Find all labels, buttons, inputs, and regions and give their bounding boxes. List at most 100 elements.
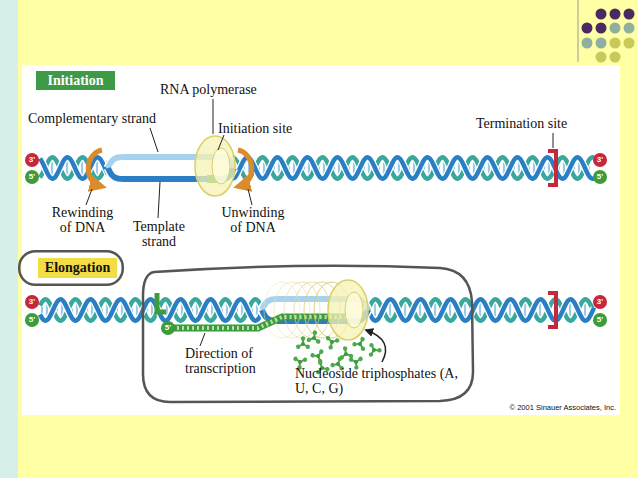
copyright-note: © 2001 Sinauer Associates, Inc.: [470, 403, 616, 412]
phosphate: [306, 345, 310, 349]
node-text: 5': [161, 321, 175, 335]
end-circle: [593, 153, 607, 167]
nucleotide-core: [357, 341, 362, 346]
part-label: Termination site: [476, 116, 596, 132]
deco-dot: [610, 52, 621, 63]
node-text: 3': [593, 295, 607, 309]
label-outline: [19, 251, 123, 285]
dna-strand: [232, 157, 594, 179]
deco-dot: [610, 38, 621, 49]
nucleotide-core: [372, 348, 376, 352]
dna-strand: [40, 157, 108, 178]
deco-dot: [582, 23, 593, 34]
node-text: 5': [593, 313, 607, 327]
phosphate: [360, 336, 366, 342]
leader-line: [248, 189, 252, 205]
strand-outline: [232, 157, 594, 179]
phosphate: [358, 356, 364, 362]
nucleotide: [325, 333, 341, 350]
end-circle: [593, 170, 607, 184]
nucleotide: [369, 343, 382, 358]
dna-strand: [368, 299, 594, 320]
end-circle: [25, 313, 39, 327]
phosphate: [328, 345, 333, 350]
leader-line: [150, 128, 158, 152]
end-circle: [25, 170, 39, 184]
initiation-site: [157, 293, 166, 312]
deco-dot: [596, 38, 607, 49]
part-label: Rewinding of DNA: [45, 205, 120, 235]
node-text: Nucleoside triphosphates (A, U, C, G): [295, 366, 465, 396]
node-text: 3': [25, 153, 39, 167]
nucleotide-core: [330, 340, 335, 345]
deco-dot: [624, 38, 635, 49]
part-label: Template strand: [128, 219, 190, 249]
phosphate: [369, 352, 374, 357]
phosphate: [309, 352, 315, 358]
termination-site: [548, 151, 556, 185]
dna-strand: [368, 299, 594, 320]
phosphate: [369, 343, 374, 348]
rna-polymerase: [345, 292, 363, 328]
dna-helix: [40, 157, 594, 321]
leader-line: [86, 189, 92, 205]
strand-outline: [40, 299, 262, 320]
rna-polymerase: [195, 136, 235, 196]
strand-outline: [40, 299, 262, 320]
stage-label: Initiation: [36, 71, 115, 90]
rna-polymerase: [328, 280, 368, 340]
polymerase-trace: [264, 282, 300, 338]
rna-bases: [172, 317, 346, 328]
deco-dot: [610, 9, 621, 20]
deco-line: [578, 0, 579, 62]
dna-strand: [40, 299, 262, 320]
figure-panel: [22, 65, 620, 415]
strand-end: 3': [25, 153, 39, 167]
phosphate: [318, 360, 323, 365]
strand-end: 3': [593, 295, 607, 309]
deco-dot: [596, 23, 607, 34]
node-text: 5': [25, 313, 39, 327]
strand-end: 5': [25, 313, 39, 327]
phosphate: [377, 348, 382, 353]
polymerase-trace: [284, 282, 320, 338]
phosphate: [337, 356, 343, 362]
phosphate: [301, 336, 305, 340]
rewinding-arrow: [88, 150, 102, 186]
rna-strand: [172, 317, 346, 328]
deco-dot: [610, 23, 621, 34]
leader-line: [213, 99, 214, 134]
phosphate: [325, 335, 330, 340]
nucleotide-core: [343, 351, 348, 356]
node-text: 3': [25, 295, 39, 309]
strand-end: 3': [593, 153, 607, 167]
deco-dot: [624, 9, 635, 20]
nucleotide-core: [312, 336, 317, 341]
deco-dot: [596, 52, 607, 63]
nucleotide-core: [297, 359, 302, 364]
phosphate: [306, 337, 311, 342]
phosphate: [342, 346, 348, 352]
polymerase-trace: [294, 282, 330, 338]
label-fill: [38, 258, 117, 278]
node-text: 5': [25, 170, 39, 184]
nucleotide: [352, 334, 370, 352]
highlight-outline: Direction of transcriptionNucleoside tri…: [140, 262, 475, 404]
deco-dots: [582, 9, 635, 63]
highlight-outline: [143, 266, 473, 402]
strand-end: 5': [593, 170, 607, 184]
strand-end: 5': [161, 321, 175, 335]
deco-dot: [624, 23, 635, 34]
phosphate: [296, 345, 300, 349]
strand-outline: [40, 157, 108, 178]
phosphate: [360, 346, 366, 352]
end-circle: [161, 321, 175, 335]
nucleotide-core: [315, 353, 321, 359]
phosphate: [293, 356, 299, 362]
nucleotide: [306, 329, 322, 344]
nucleotide-core: [353, 359, 359, 365]
phosphate: [316, 339, 321, 344]
node-text: Elongation: [38, 259, 117, 276]
